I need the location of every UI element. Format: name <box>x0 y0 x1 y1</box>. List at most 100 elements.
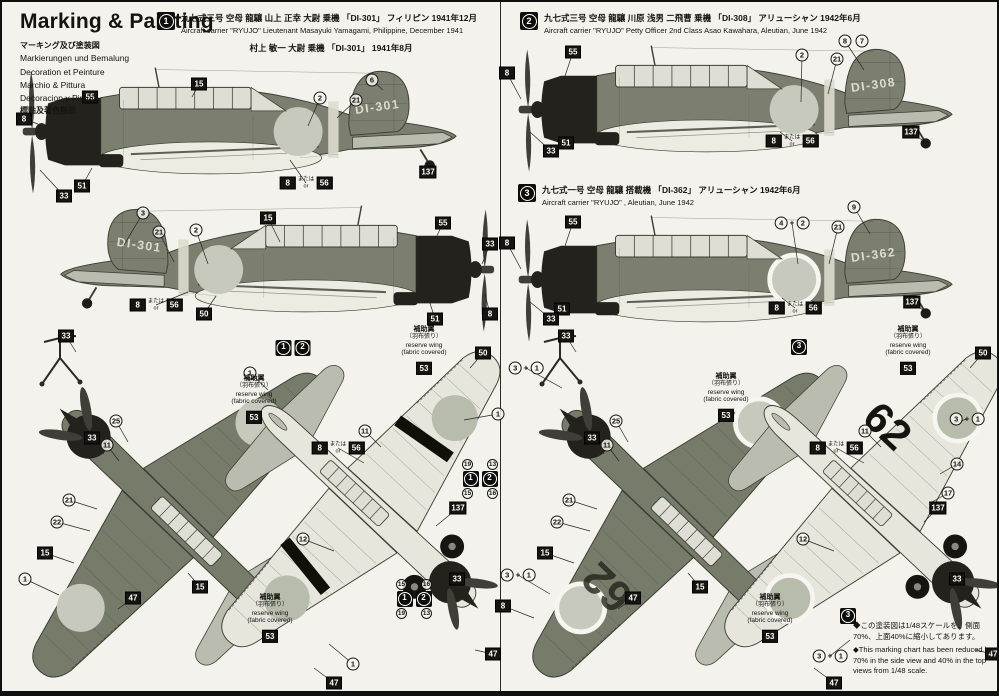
decal-ref-circle-11: 11 <box>100 438 114 452</box>
title-lang-de: Markierungen und Bemalung <box>20 53 130 64</box>
paint-ref-box-137: 137 <box>903 295 921 309</box>
svg-text:DI-362: DI-362 <box>850 245 897 265</box>
paint-callout-50: 50 <box>475 346 491 360</box>
decal-combo-3-plus-1: 3+1 <box>949 412 985 426</box>
paint-callout-137: 137 <box>902 125 920 139</box>
decal-ref-circle-25: 25 <box>609 414 623 428</box>
aileron-label-line: 補助翼 <box>413 325 435 333</box>
decal-callout-21: 21 <box>831 220 845 234</box>
aileron-label-line: reserve wing <box>751 609 789 617</box>
paint-callout-33: 33 <box>449 572 465 586</box>
plus-sign: + <box>964 414 970 424</box>
decal-ref-circle-22: 22 <box>550 515 564 529</box>
decal-ref-circle-25: 25 <box>109 414 123 428</box>
side-view_a: DI-301 <box>22 67 457 194</box>
decal-ref-circle-16: 16 <box>487 488 498 499</box>
paint-callout-8: 8 <box>499 66 515 80</box>
decal-combo-3-plus-1: 3+1 <box>500 568 536 582</box>
decal-ref-circle-21: 21 <box>152 225 166 239</box>
decal-ref-circle-3: 3 <box>508 361 522 375</box>
decal-ref-circle-3: 3 <box>812 649 826 663</box>
paint-ref-box-53: 53 <box>762 629 778 643</box>
decal-ref-circle-4: 4 <box>774 216 788 230</box>
decal-callout-2: 2 <box>313 91 327 105</box>
aileron-label-line: (fabric covered) <box>703 396 749 404</box>
paint-ref-box-8: 8 <box>482 307 498 321</box>
view-number-badge-2: 2 <box>415 591 432 607</box>
aileron-label-line: 補助翼 <box>715 372 737 380</box>
side-view_b: DI-301 <box>60 205 495 332</box>
sight-tripod-part <box>539 335 583 387</box>
paint-ref-box-33: 33 <box>949 572 965 586</box>
paint-callout-47: 47 <box>125 591 141 605</box>
paint-ref-box-8: 8 <box>809 441 826 455</box>
paint-ref-box-15: 15 <box>192 580 208 594</box>
paint-ref-box-53: 53 <box>246 410 262 424</box>
section-2-title-en: Aircraft carrier "RYUJO" Petty Officer 2… <box>544 26 828 35</box>
paint-ref-box-33: 33 <box>84 431 100 445</box>
plus-sign: + <box>515 570 521 580</box>
title-lang-es: Decoracion y Pintura <box>20 92 99 103</box>
plus-sign: + <box>827 651 833 661</box>
paint-ref-box-51: 51 <box>554 302 570 316</box>
decal-callout-22: 22 <box>50 515 64 529</box>
paint-ref-box-53: 53 <box>718 408 734 422</box>
view-number-badge-1: 1 <box>396 591 413 607</box>
paint-ref-box-8: 8 <box>16 112 32 126</box>
section-1-title-en: Aircraft carrier "RYUJO" Lieutenant Masa… <box>181 26 464 35</box>
paint-ref-box-56: 56 <box>348 441 365 455</box>
decal-callout-11: 11 <box>600 438 614 452</box>
aileron-label-line: 補助翼 <box>897 325 919 333</box>
decal-ref-circle-1: 1 <box>243 366 257 380</box>
decal-ref-circle-13: 13 <box>421 608 432 619</box>
decal-ref-circle-3: 3 <box>136 206 150 220</box>
decal-callout-1: 1 <box>18 572 32 586</box>
paint-callout-33: 33 <box>543 312 559 326</box>
aileron-fabric-label: 補助翼（羽布張り）reserve wing(fabric covered)53 <box>735 594 805 644</box>
aileron-label-line: （羽布張り） <box>751 602 788 609</box>
paint-ref-box-55: 55 <box>82 90 98 104</box>
decal-ref-circle-17: 17 <box>941 486 955 500</box>
title-lang-zh: 標貼及著色指示 <box>20 106 76 116</box>
section-1-subtitle: 村上 敏一 大尉 乗機 「DI-301」 1941年8月 <box>249 43 413 53</box>
decal-callout-3: 3 <box>136 206 150 220</box>
decal-callout-17: 17 <box>941 486 955 500</box>
decal-ref-circle-3: 3 <box>949 412 963 426</box>
decal-combo-4-plus-2: 4+2 <box>774 216 810 230</box>
paint-callout-47: 47 <box>826 676 842 690</box>
decal-ref-circle-2: 2 <box>189 223 203 237</box>
paint-callout-33: 33 <box>56 189 72 203</box>
paint-callout-15: 15 <box>191 77 207 91</box>
aileron-label-line: reserve wing <box>405 341 443 349</box>
decal-callout-14: 14 <box>950 457 964 471</box>
view-number-badge-1: 1 <box>462 471 479 487</box>
aileron-label-line: reserve wing <box>251 609 289 617</box>
paint-ref-box-56: 56 <box>846 441 863 455</box>
decal-ref-circle-11: 11 <box>858 424 872 438</box>
decal-combo-3-plus-1: 3+1 <box>812 649 848 663</box>
paint-ref-box-53: 53 <box>900 361 916 375</box>
decal-callout-21: 21 <box>62 493 76 507</box>
decal-ref-circle-2: 2 <box>796 216 810 230</box>
paint-ref-box-47: 47 <box>485 647 501 661</box>
paint-callout-15: 15 <box>692 580 708 594</box>
paint-callout-51: 51 <box>427 312 443 326</box>
view-number-badge-2: 2 <box>294 340 311 356</box>
paint-ref-box-53: 53 <box>416 361 432 375</box>
decal-ref-circle-1: 1 <box>346 657 360 671</box>
paint-ref-box-56: 56 <box>802 134 819 148</box>
aileron-fabric-label: 補助翼（羽布張り）reserve wing(fabric covered)53 <box>235 594 305 644</box>
paint-ref-box-53: 53 <box>262 629 278 643</box>
paint-ref-box-51: 51 <box>74 179 90 193</box>
section-1-marker: 1 <box>157 12 175 30</box>
title-lang-it: Marchio & Pittura <box>20 79 86 90</box>
view-number-badge-3: 3 <box>840 608 856 624</box>
scheme-badge-3: 3 <box>840 608 856 624</box>
aileron-label-line: （羽布張り） <box>251 602 288 609</box>
paint-ref-box-15: 15 <box>260 211 276 225</box>
decal-ref-circle-2: 2 <box>795 48 809 62</box>
paint-callout-137: 137 <box>903 295 921 309</box>
